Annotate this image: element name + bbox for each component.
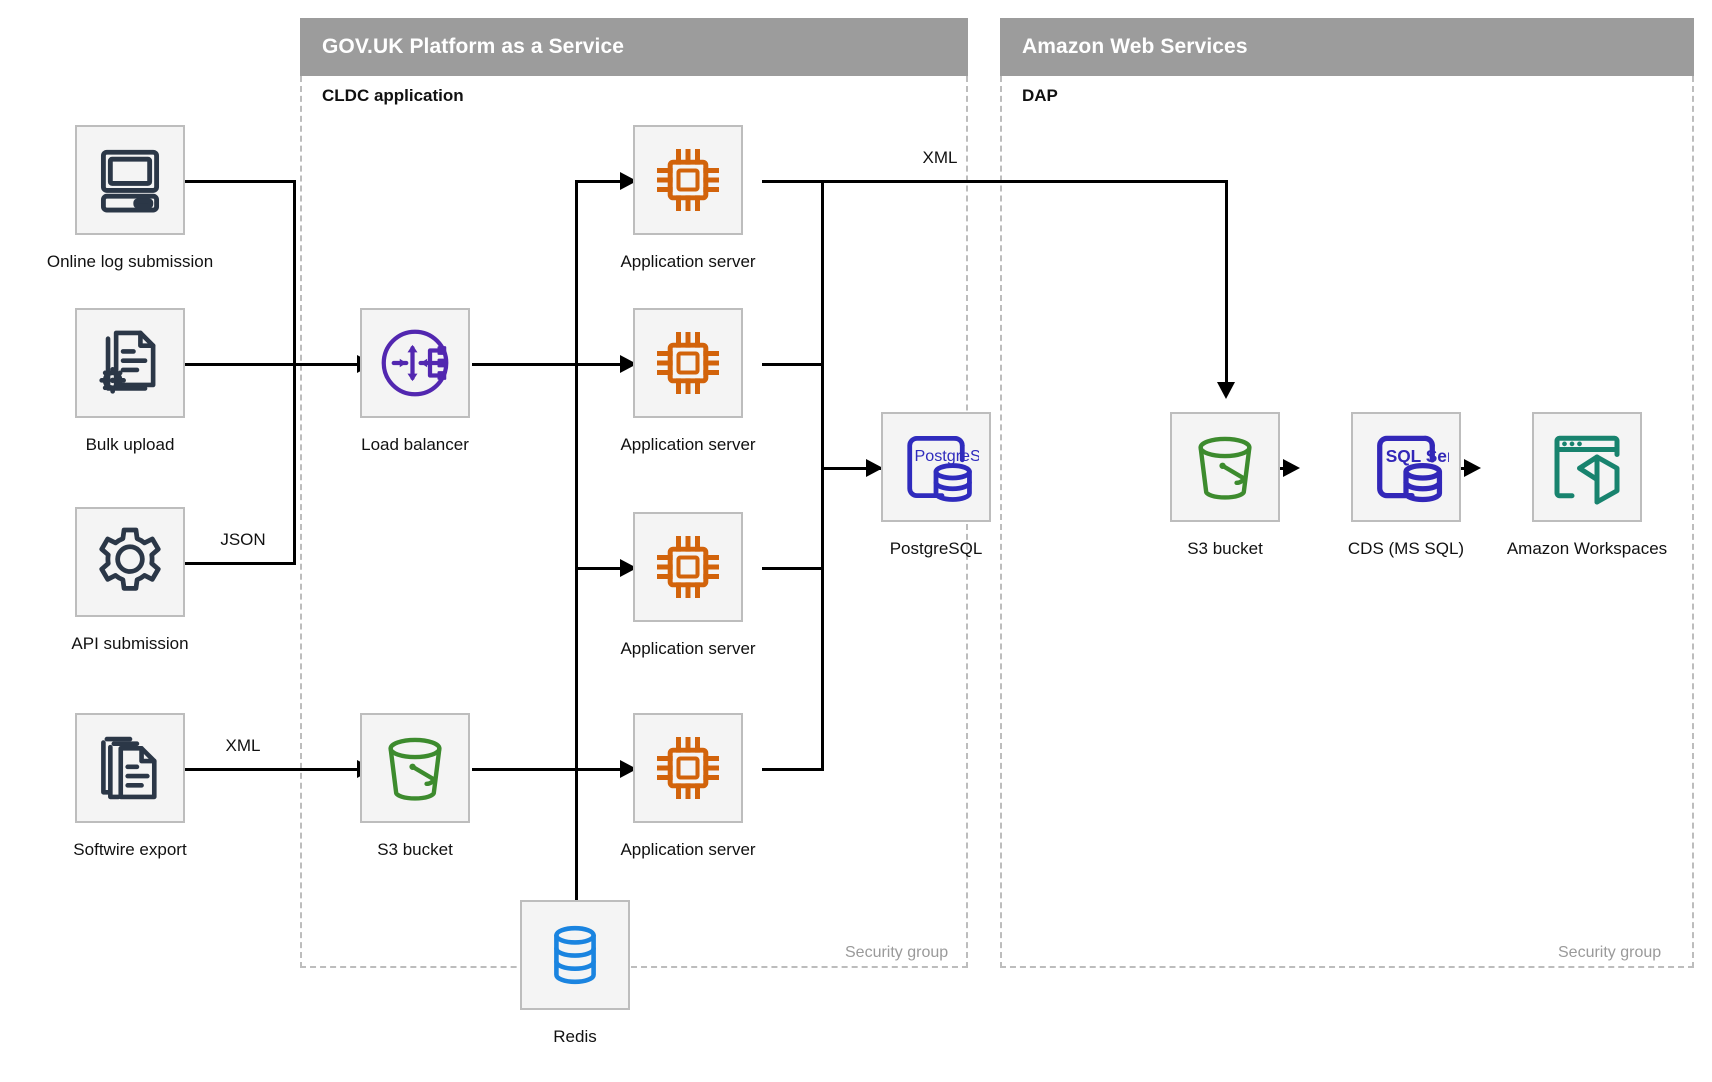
arrow-into-app-server-1 (620, 172, 637, 190)
node-label-application-server-2: Application server (620, 435, 756, 454)
group-sublabel-dap: DAP (1022, 86, 1058, 105)
node-redis[interactable] (520, 900, 630, 1010)
node-label-application-server-4: Application server (620, 840, 756, 859)
bucket-icon (1186, 428, 1264, 506)
security-group-label-aws: Security group (1558, 944, 1662, 961)
node-online-log-submission[interactable] (75, 125, 185, 235)
node-bulk-upload[interactable] (75, 308, 185, 418)
connector-xml-down-to-s3 (1225, 180, 1228, 385)
database-cylinder-icon (540, 920, 610, 990)
connector-softwire-to-s3 (185, 768, 365, 771)
stacked-documents-icon (93, 731, 167, 805)
edge-label-appserver-xml: XML (919, 148, 961, 168)
connector-paas-s3-out (472, 768, 577, 771)
connector-api-to-bus (185, 562, 295, 565)
node-cds-ms-sql[interactable]: SQL Server (1351, 412, 1461, 522)
node-paas-s3-bucket[interactable] (360, 713, 470, 823)
arrow-into-aws-s3-bucket (1217, 382, 1235, 399)
arrow-into-app-server-3 (620, 559, 637, 577)
workspaces-icon (1547, 427, 1627, 507)
node-label-load-balancer: Load balancer (361, 435, 469, 454)
connector-trunk-to-app3 (575, 567, 633, 570)
connector-bus-vertical-top (293, 180, 296, 365)
sql-server-icon: SQL Server (1363, 424, 1449, 510)
edge-label-softwire-xml: XML (222, 736, 264, 756)
group-header-aws: Amazon Web Services (1000, 18, 1694, 76)
connector-trunk-to-app4 (575, 768, 633, 771)
node-label-aws-s3-bucket: S3 bucket (1187, 539, 1263, 558)
edge-label-api-json: JSON (217, 530, 269, 550)
group-box-aws (1000, 76, 1694, 968)
cpu-chip-icon (650, 142, 726, 218)
arrow-into-app-server-2 (620, 355, 637, 373)
cpu-chip-icon (650, 529, 726, 605)
node-load-balancer[interactable] (360, 308, 470, 418)
node-application-server-2[interactable] (633, 308, 743, 418)
desktop-computer-icon (93, 143, 167, 217)
group-sublabel-cldc: CLDC application (322, 86, 464, 105)
security-group-label-paas: Security group (845, 944, 949, 961)
node-label-redis: Redis (553, 1027, 597, 1046)
connector-bus-to-load-balancer (185, 363, 360, 366)
cpu-chip-icon (650, 325, 726, 401)
connector-online-log-to-bus (185, 180, 295, 183)
group-header-paas: GOV.UK Platform as a Service (300, 18, 968, 76)
node-softwire-export[interactable] (75, 713, 185, 823)
group-box-paas (300, 76, 968, 968)
connector-lb-out (472, 363, 577, 366)
node-application-server-1[interactable] (633, 125, 743, 235)
svg-text:SQL Server: SQL Server (1386, 446, 1449, 466)
node-label-online-log-submission: Online log submission (46, 252, 214, 271)
node-label-application-server-3: Application server (620, 639, 756, 658)
connector-collector-to-postgresql (821, 467, 881, 470)
node-application-server-4[interactable] (633, 713, 743, 823)
connector-app-collector-trunk (821, 180, 824, 770)
node-label-api-submission: API submission (71, 634, 189, 653)
cpu-chip-icon (650, 730, 726, 806)
node-api-submission[interactable] (75, 507, 185, 617)
arrow-into-postgresql (866, 459, 883, 477)
group-title-aws: Amazon Web Services (1022, 35, 1248, 58)
node-label-application-server-1: Application server (620, 252, 756, 271)
connector-lb-trunk (575, 180, 578, 770)
connector-trunk-to-app1 (575, 180, 633, 183)
connector-trunk-to-app2 (575, 363, 633, 366)
postgresql-icon: PostgreSQL (893, 424, 979, 510)
document-gear-icon (93, 326, 167, 400)
connector-bus-vertical-bottom (293, 363, 296, 565)
node-label-softwire-export: Softwire export (73, 840, 187, 859)
connector-app2-out (762, 363, 824, 366)
bucket-icon (376, 729, 454, 807)
load-balancer-icon (375, 323, 455, 403)
gear-icon (92, 524, 168, 600)
connector-xml-to-aws (762, 180, 1228, 183)
group-title-paas: GOV.UK Platform as a Service (322, 35, 624, 58)
node-label-postgresql: PostgreSQL (889, 539, 983, 558)
connector-app3-out (762, 567, 824, 570)
node-aws-s3-bucket[interactable] (1170, 412, 1280, 522)
arrow-into-cds (1283, 459, 1300, 477)
arrow-into-app-server-4 (620, 760, 637, 778)
node-label-amazon-workspaces: Amazon Workspaces (1506, 539, 1668, 558)
connector-app4-out (762, 768, 824, 771)
svg-text:PostgreSQL: PostgreSQL (915, 447, 980, 465)
arrow-into-workspaces (1464, 459, 1481, 477)
node-label-bulk-upload: Bulk upload (85, 435, 175, 454)
node-label-paas-s3-bucket: S3 bucket (377, 840, 453, 859)
node-amazon-workspaces[interactable] (1532, 412, 1642, 522)
node-postgresql[interactable]: PostgreSQL (881, 412, 991, 522)
node-label-cds-ms-sql: CDS (MS SQL) (1347, 539, 1465, 558)
connector-redis-to-trunk (575, 768, 578, 900)
node-application-server-3[interactable] (633, 512, 743, 622)
